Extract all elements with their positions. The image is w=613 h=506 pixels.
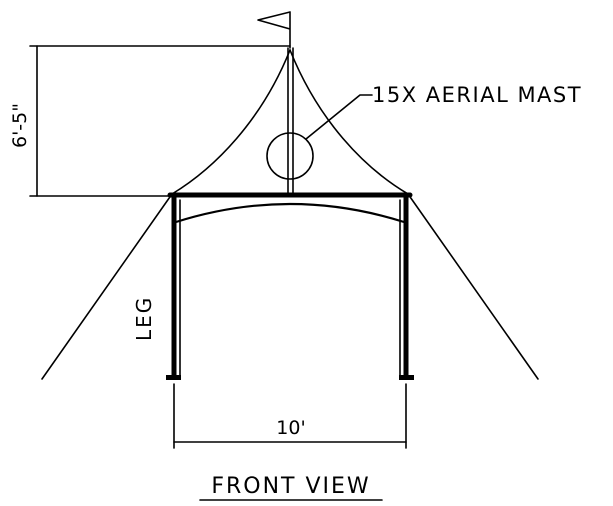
- width-dimension: [173, 383, 407, 449]
- tent-roof: [171, 49, 409, 195]
- tent-side-walls: [41, 193, 539, 380]
- inner-arch: [174, 202, 406, 224]
- height-dimension-label: 6'-5": [9, 103, 31, 148]
- frame-legs: [171, 193, 409, 379]
- leg-base-plates: [166, 375, 414, 380]
- mast-label: 15X AERIAL MAST: [372, 83, 582, 107]
- mast-leader-line: [305, 94, 373, 140]
- leg-label: LEG: [132, 296, 156, 341]
- center-mast: [287, 47, 294, 195]
- mast-callout-circle: [266, 132, 314, 180]
- flag-icon: [257, 11, 291, 49]
- width-dimension-label: 10': [276, 417, 305, 439]
- height-dimension: [29, 45, 291, 197]
- view-title: FRONT VIEW: [211, 474, 370, 499]
